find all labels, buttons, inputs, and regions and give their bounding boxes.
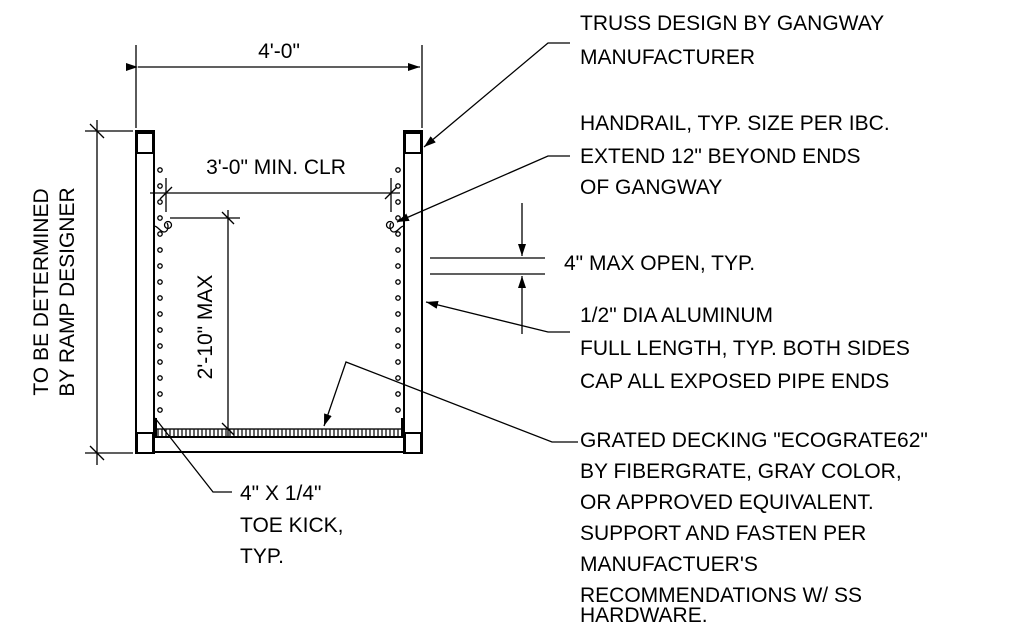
note-decking-line: MANUFACTUER'S — [580, 553, 758, 576]
picket — [395, 183, 401, 189]
right-truss-post — [403, 130, 423, 454]
rail-height-label: 2'-10" MAX — [194, 275, 217, 380]
note-decking-line: SUPPORT AND FASTEN PER — [580, 522, 866, 545]
note-decking-line: RECOMMENDATIONS W/ SS — [580, 584, 862, 607]
note-handrail-line: HANDRAIL, TYP. SIZE PER IBC. — [580, 112, 890, 135]
left-bottom-chord — [136, 432, 154, 454]
picket — [395, 391, 401, 397]
picket — [395, 375, 401, 381]
right-handrail — [385, 220, 405, 233]
overall-width-dimension: 4'-0" — [126, 40, 423, 128]
right-top-chord — [404, 132, 422, 154]
rail-height-dimension: 2'-10" MAX — [170, 210, 240, 438]
truss-leader — [423, 42, 570, 148]
overall-height-dimension: TO BE DETERMINED BY RAMP DESIGNER — [30, 120, 133, 465]
picket — [157, 183, 163, 189]
min-clear-dimension: 3'-0" MIN. CLR — [150, 156, 400, 212]
picket — [157, 279, 163, 285]
note-decking-line: BY FIBERGRATE, GRAY COLOR, — [580, 460, 902, 483]
picket — [157, 263, 163, 269]
picket — [157, 311, 163, 317]
picket — [157, 247, 163, 253]
picket — [157, 343, 163, 349]
picket — [157, 199, 163, 205]
picket — [157, 231, 163, 237]
picket — [395, 327, 401, 333]
overall-width-label: 4'-0" — [258, 40, 300, 63]
grating-bars — [157, 429, 399, 437]
right-toe-kick — [401, 418, 404, 437]
note-decking: GRATED DECKING "ECOGRATE62" BY FIBERGRAT… — [580, 429, 928, 626]
picket — [395, 231, 401, 237]
note-toe-kick: 4" X 1/4" TOE KICK, TYP. — [240, 482, 343, 568]
left-toe-kick — [154, 418, 157, 437]
note-truss: TRUSS DESIGN BY GANGWAY MANUFACTURER — [580, 12, 884, 69]
overall-height-label-line2: BY RAMP DESIGNER — [56, 187, 79, 396]
picket — [157, 375, 163, 381]
note-handrail-line: OF GANGWAY — [580, 176, 722, 199]
picket — [157, 295, 163, 301]
note-toe-kick-line: 4" X 1/4" — [240, 482, 321, 505]
picket — [395, 343, 401, 349]
note-handrail: HANDRAIL, TYP. SIZE PER IBC. EXTEND 12" … — [580, 112, 890, 199]
note-truss-line: MANUFACTURER — [580, 46, 755, 69]
note-handrail-line: EXTEND 12" BEYOND ENDS — [580, 145, 861, 168]
picket — [157, 327, 163, 333]
note-pickets-line: FULL LENGTH, TYP. BOTH SIDES — [580, 337, 910, 360]
picket — [157, 167, 163, 173]
left-handrail — [153, 220, 173, 233]
note-pickets-line: CAP ALL EXPOSED PIPE ENDS — [580, 370, 889, 393]
note-truss-line: TRUSS DESIGN BY GANGWAY — [580, 12, 884, 35]
min-clear-label: 3'-0" MIN. CLR — [206, 156, 346, 179]
picket — [395, 311, 401, 317]
picket — [157, 359, 163, 365]
bottom-beam — [153, 436, 405, 453]
left-top-chord — [136, 132, 154, 154]
decking-leader — [323, 361, 578, 443]
picket — [395, 247, 401, 253]
picket — [395, 263, 401, 269]
pickets-leader — [425, 300, 570, 333]
picket — [395, 279, 401, 285]
note-pickets: 1/2" DIA ALUMINUM FULL LENGTH, TYP. BOTH… — [580, 304, 910, 393]
note-decking-line: GRATED DECKING "ECOGRATE62" — [580, 429, 928, 452]
picket — [395, 295, 401, 301]
note-decking-line: HARDWARE. — [580, 604, 708, 626]
picket — [395, 167, 401, 173]
picket — [157, 407, 163, 413]
note-toe-kick-line: TOE KICK, — [240, 514, 343, 537]
note-pickets-line: 1/2" DIA ALUMINUM — [580, 304, 773, 327]
handrail-leader — [396, 155, 570, 223]
note-decking-line: OR APPROVED EQUIVALENT. — [580, 491, 874, 514]
grated-decking — [155, 428, 403, 438]
picket — [395, 215, 401, 221]
toe-kick-leader — [154, 417, 232, 493]
note-toe-kick-line: TYP. — [240, 545, 284, 568]
picket — [157, 391, 163, 397]
leaders — [154, 42, 578, 493]
max-opening-dimension: 4" MAX OPEN, TYP. — [430, 203, 755, 334]
left-truss-post — [135, 130, 155, 454]
picket — [395, 407, 401, 413]
right-bottom-chord — [404, 432, 422, 454]
picket — [395, 359, 401, 365]
picket — [157, 215, 163, 221]
overall-height-label-line1: TO BE DETERMINED — [30, 188, 53, 395]
picket — [395, 199, 401, 205]
gangway-section — [135, 130, 423, 454]
max-opening-label: 4" MAX OPEN, TYP. — [564, 252, 755, 275]
